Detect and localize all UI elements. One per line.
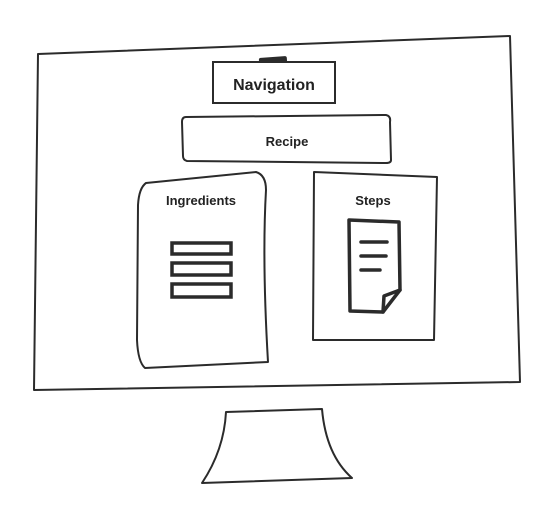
steps-label: Steps — [355, 193, 390, 208]
recipe-label: Recipe — [266, 134, 309, 149]
ingredients-card[interactable]: Ingredients — [136, 171, 269, 369]
ingredients-label: Ingredients — [166, 193, 236, 208]
navigation-box[interactable]: Navigation — [212, 61, 336, 104]
steps-card[interactable]: Steps — [312, 171, 438, 341]
monitor-screen-frame — [33, 35, 521, 391]
list-icon — [170, 241, 233, 299]
document-icon — [347, 218, 402, 314]
navigation-label: Navigation — [233, 77, 315, 94]
recipe-box[interactable]: Recipe — [180, 113, 393, 165]
monitor-stand — [201, 408, 353, 484]
